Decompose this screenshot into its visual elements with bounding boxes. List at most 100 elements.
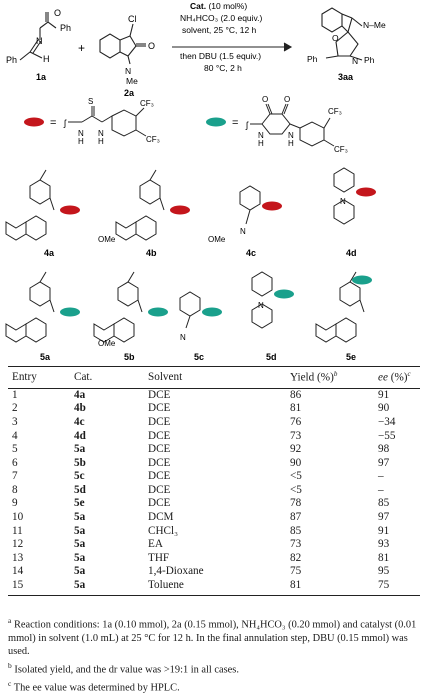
cell-solvent: DCE xyxy=(148,429,171,442)
scheme-o-atom: O xyxy=(54,8,61,18)
cell-solvent: CHCl₃ xyxy=(148,524,179,537)
catalyst-4b-structure xyxy=(115,169,190,241)
cell-solvent: EA xyxy=(148,538,163,551)
cond-solvent: solvent, 25 °C, 12 h xyxy=(182,25,257,35)
cell-ee: 91 xyxy=(378,524,390,537)
thiourea-s: S xyxy=(88,97,93,106)
cell-solvent: DCE xyxy=(148,456,171,469)
scheme-cl-atom: Cl xyxy=(128,14,137,24)
cell-entry: 11 xyxy=(12,524,23,537)
label-5b: 5b xyxy=(124,352,135,362)
label-5d: 5d xyxy=(266,352,277,362)
n-5d: N xyxy=(258,301,264,310)
cell-entry: 2 xyxy=(12,402,18,415)
cell-catalyst: 5c xyxy=(74,470,85,483)
cell-yield: 73 xyxy=(290,429,302,442)
cell-solvent: DCE xyxy=(148,415,171,428)
nme2-5c: N xyxy=(180,333,186,342)
cell-ee: 85 xyxy=(378,497,390,510)
ome-4a: OMe xyxy=(98,235,116,244)
substrate-2a-structure xyxy=(99,23,146,65)
cell-entry: 7 xyxy=(12,470,18,483)
cell-yield: 85 xyxy=(290,524,302,537)
thiourea-cf3-1: CF₃ xyxy=(140,99,154,108)
scheme-ph-2: Ph xyxy=(6,55,17,65)
squaramide-n-1: N xyxy=(258,131,264,140)
cell-entry: 13 xyxy=(12,551,24,564)
cell-ee: – xyxy=(378,470,384,483)
scheme-n-me: N xyxy=(125,66,131,76)
equals-teal: = xyxy=(232,117,238,129)
cell-ee: 90 xyxy=(378,402,390,415)
catalyst-4a-structure xyxy=(5,169,80,241)
thiourea-nh-2: N xyxy=(98,129,104,138)
substrate-1a-structure xyxy=(19,12,57,61)
thiourea-cf3-2: CF₃ xyxy=(146,135,160,144)
cell-solvent: 1,4-Dioxane xyxy=(148,565,204,578)
catalyst-5a-structure xyxy=(5,271,80,343)
scheme-n-atom: N xyxy=(36,36,43,46)
cell-yield: 73 xyxy=(290,538,302,551)
cell-ee: −34 xyxy=(378,415,396,428)
label-5c: 5c xyxy=(194,352,204,362)
squaramide-n-2: N xyxy=(288,131,294,140)
footnote-c: c The ee value was determined by HPLC. xyxy=(8,678,180,694)
cell-yield: 92 xyxy=(290,443,302,456)
cell-solvent: DCE xyxy=(148,443,171,456)
squaramide-structure xyxy=(250,103,335,147)
cell-catalyst: 5e xyxy=(74,497,85,510)
cell-ee: 97 xyxy=(378,456,390,469)
footnote-a: a Reaction conditions: 1a (0.10 mmol), 2… xyxy=(8,616,417,658)
header-solvent: Solvent xyxy=(146,366,288,389)
cell-solvent: DCE xyxy=(148,402,171,415)
thiourea-wavy-bond: ʃ xyxy=(63,118,67,128)
catalyst-5b-structure xyxy=(93,271,168,343)
header-cat: Cat. xyxy=(72,366,146,389)
label-5a: 5a xyxy=(40,352,51,362)
cell-entry: 1 xyxy=(12,388,18,401)
cell-ee: −55 xyxy=(378,429,396,442)
cell-entry: 12 xyxy=(12,538,24,551)
cell-yield: 82 xyxy=(290,551,302,564)
label-1a: 1a xyxy=(36,72,47,82)
cell-catalyst: 5a xyxy=(74,524,86,537)
cell-yield: 86 xyxy=(290,388,302,401)
cell-entry: 10 xyxy=(12,511,24,524)
catalyst-4c-structure xyxy=(239,185,282,225)
squaramide-o-2: O xyxy=(284,95,290,104)
table-footnotes: a Reaction conditions: 1a (0.10 mmol), 2… xyxy=(8,614,420,694)
label-4c: 4c xyxy=(246,248,256,258)
header-ee: ee (%)c xyxy=(376,366,420,389)
cell-yield: 75 xyxy=(290,565,302,578)
cell-catalyst: 5a xyxy=(74,443,86,456)
squaramide-wavy-bond: ʃ xyxy=(245,120,249,130)
scheme-ph-1: Ph xyxy=(60,23,71,33)
header-entry: Entry xyxy=(8,366,72,389)
cell-solvent: DCE xyxy=(148,483,171,496)
ome-5a: OMe xyxy=(98,339,116,348)
cell-solvent: THF xyxy=(148,551,170,564)
product-n: N xyxy=(352,56,358,66)
cell-entry: 6 xyxy=(12,456,18,469)
cell-yield: 76 xyxy=(290,415,302,428)
cell-catalyst: 4a xyxy=(74,388,86,401)
label-2a: 2a xyxy=(124,88,135,98)
cell-catalyst: 5a xyxy=(72,579,146,596)
footnote-b: b Isolated yield, and the dr value was >… xyxy=(8,660,239,676)
nme2-4c: N xyxy=(240,227,246,236)
label-4d: 4d xyxy=(346,248,357,258)
scheme-plus: + xyxy=(78,41,85,55)
teal-marker xyxy=(206,117,226,127)
cond-then: then DBU (1.5 equiv.) xyxy=(180,51,261,61)
cell-catalyst: 4c xyxy=(74,415,85,428)
cell-yield: <5 xyxy=(290,483,302,496)
cell-catalyst: 4d xyxy=(74,429,86,442)
cell-solvent: DCE xyxy=(148,388,171,401)
